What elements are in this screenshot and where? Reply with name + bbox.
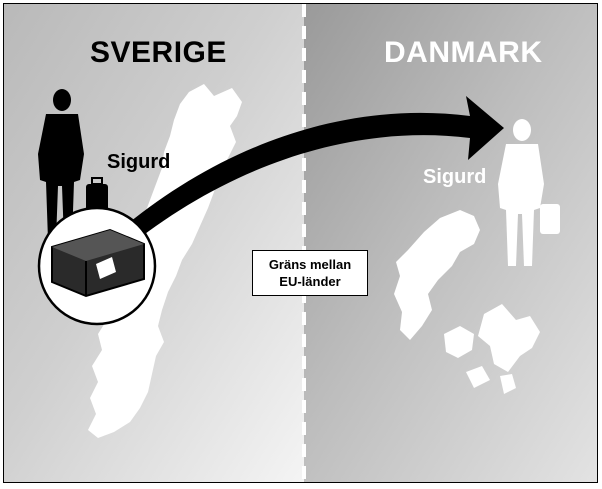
- border-label-line2: EU-länder: [279, 274, 341, 289]
- person-label-denmark: Sigurd: [423, 166, 487, 188]
- denmark-jutland: [394, 210, 480, 340]
- parcel-icon: [51, 228, 145, 298]
- person-label-sweden: Sigurd: [107, 151, 171, 173]
- illustration-frame: SVERIGE DANMARK Sigurd Sigurd Gräns mell…: [3, 3, 598, 483]
- border-label-box: Gräns mellan EU-länder: [252, 250, 368, 296]
- country-title-denmark: DANMARK: [384, 36, 543, 69]
- denmark-falster: [500, 374, 516, 394]
- denmark-lolland: [466, 366, 490, 388]
- travel-arrow: [104, 96, 504, 252]
- border-label-line1: Gräns mellan: [268, 257, 352, 272]
- country-title-sweden: SVERIGE: [90, 36, 227, 69]
- sigurd-denmark-figure: [498, 119, 560, 266]
- denmark-zealand: [478, 304, 540, 372]
- illustration-art: [37, 4, 560, 482]
- denmark-funen: [444, 326, 474, 358]
